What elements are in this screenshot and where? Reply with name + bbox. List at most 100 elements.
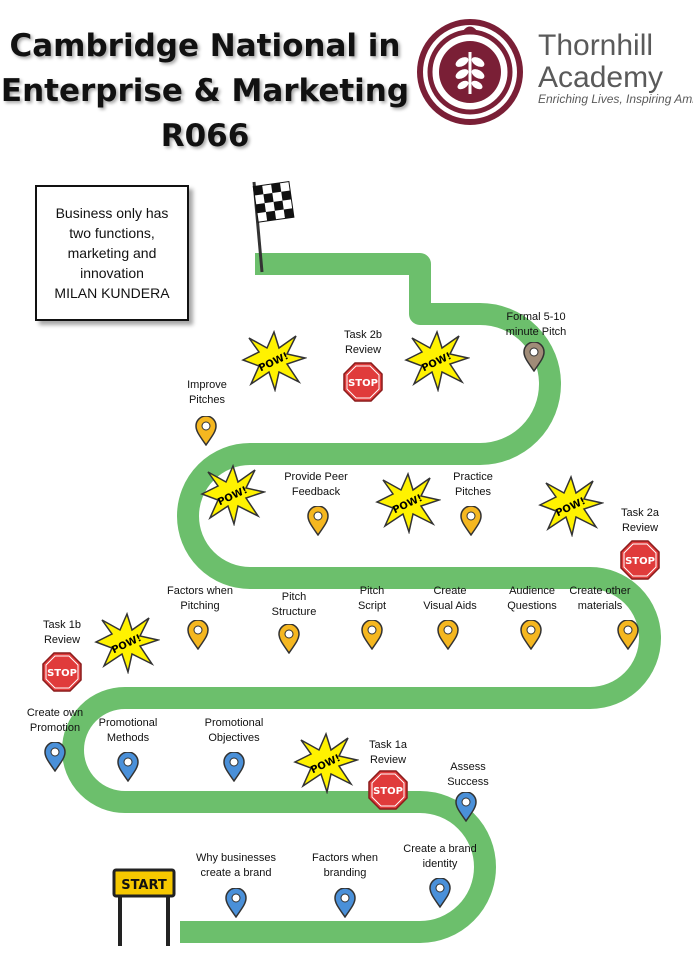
page-title: Cambridge National in Enterprise & Marke… bbox=[0, 24, 410, 159]
step-marker bbox=[617, 619, 639, 655]
step-marker bbox=[307, 505, 329, 541]
pin-orange-icon bbox=[195, 415, 217, 447]
pin-orange-icon bbox=[187, 619, 209, 651]
pow-burst-icon: POW! bbox=[375, 472, 441, 534]
step-label: Task 1b Review bbox=[43, 618, 81, 648]
step-label-line: Review bbox=[369, 754, 407, 766]
svg-text:STOP: STOP bbox=[373, 786, 403, 797]
pin-blue-icon bbox=[429, 877, 451, 909]
pin-orange-icon bbox=[307, 505, 329, 537]
step-label-line: Review bbox=[43, 634, 81, 646]
step-label-line: Questions bbox=[507, 600, 557, 612]
step-label: Task 2a Review bbox=[621, 506, 659, 536]
step-label-line: identity bbox=[422, 858, 458, 870]
step-marker bbox=[520, 619, 542, 655]
step-label-line: Promotional bbox=[98, 717, 158, 729]
title-line: Cambridge National in bbox=[9, 28, 401, 64]
step-label-line: branding bbox=[323, 867, 367, 879]
step-marker: STOP bbox=[343, 362, 383, 407]
step-marker bbox=[334, 887, 356, 923]
step-label-line: Feedback bbox=[291, 486, 341, 498]
svg-text:STOP: STOP bbox=[625, 556, 655, 567]
pow-burst-icon: POW! bbox=[241, 330, 307, 392]
step-label: Formal 5-10 minute Pitch bbox=[506, 310, 567, 340]
step-label-line: Factors when bbox=[311, 852, 379, 864]
step-label-line: Assess bbox=[450, 761, 486, 773]
stop-sign-icon: STOP bbox=[42, 652, 82, 692]
step-label-line: Task 1a bbox=[369, 739, 407, 751]
pow-burst-icon: POW! bbox=[404, 330, 470, 392]
pin-orange-icon bbox=[278, 623, 300, 655]
step-label-line: Create a brand bbox=[403, 843, 477, 855]
step-marker bbox=[429, 877, 451, 913]
quote-line: two functions, bbox=[69, 225, 155, 241]
start-sign-text: START bbox=[121, 878, 167, 893]
step-label-line: Promotion bbox=[29, 722, 81, 734]
pin-orange-icon bbox=[617, 619, 639, 651]
stop-sign-icon: STOP bbox=[620, 540, 660, 580]
step-label-line: Task 1b bbox=[43, 619, 81, 631]
pin-orange-icon bbox=[361, 619, 383, 651]
step-marker bbox=[195, 415, 217, 451]
step-label-line: Formal 5-10 bbox=[506, 311, 566, 323]
step-label-line: Task 2b bbox=[344, 329, 382, 341]
pin-blue-icon bbox=[44, 741, 66, 773]
step-label-line: Review bbox=[344, 344, 382, 356]
step-marker bbox=[455, 791, 477, 827]
pow-burst-icon: POW! bbox=[293, 732, 359, 794]
quote-line: innovation bbox=[80, 265, 144, 281]
step-marker bbox=[523, 341, 545, 377]
pin-blue-icon bbox=[117, 751, 139, 783]
pin-orange-icon bbox=[520, 619, 542, 651]
title-line: R066 bbox=[160, 118, 250, 154]
thornhill-logo-icon bbox=[417, 19, 523, 125]
step-marker bbox=[225, 887, 247, 923]
step-label-line: Structure bbox=[271, 606, 317, 618]
quote-line: marketing and bbox=[67, 245, 157, 261]
step-label-line: Pitch bbox=[359, 585, 385, 597]
step-label-line: Pitches bbox=[188, 394, 226, 406]
step-marker bbox=[187, 619, 209, 655]
step-label-line: Success bbox=[447, 776, 489, 788]
pow-burst-icon: POW! bbox=[200, 464, 266, 526]
step-label-line: Task 2a bbox=[621, 507, 659, 519]
step-marker bbox=[361, 619, 383, 655]
brand-name-line1: Thornhill bbox=[538, 29, 654, 62]
quote-box: Business only has two functions, marketi… bbox=[35, 185, 189, 321]
step-label-line: Visual Aids bbox=[423, 600, 477, 612]
step-label-line: Factors when bbox=[166, 585, 234, 597]
step-label-line: Practice bbox=[453, 471, 493, 483]
pin-blue-icon bbox=[223, 751, 245, 783]
checkered-flag-icon bbox=[252, 180, 295, 273]
step-label-line: Promotional bbox=[204, 717, 264, 729]
pin-orange-icon bbox=[460, 505, 482, 537]
pin-brown-icon bbox=[523, 341, 545, 373]
step-label-line: Audience bbox=[509, 585, 555, 597]
step-label-line: Review bbox=[621, 522, 659, 534]
step-marker bbox=[44, 741, 66, 777]
pin-blue-icon bbox=[225, 887, 247, 919]
step-marker: STOP bbox=[620, 540, 660, 585]
step-label-line: Create other bbox=[569, 585, 631, 597]
quote-line: MILAN KUNDERA bbox=[54, 285, 170, 301]
pin-blue-icon bbox=[334, 887, 356, 919]
pow-burst-icon: POW! bbox=[94, 612, 160, 674]
step-marker bbox=[437, 619, 459, 655]
start-sign: START bbox=[112, 868, 176, 946]
step-marker bbox=[278, 623, 300, 659]
step-label-line: minute Pitch bbox=[505, 326, 567, 338]
step-marker bbox=[117, 751, 139, 787]
svg-text:STOP: STOP bbox=[348, 378, 378, 389]
step-marker bbox=[223, 751, 245, 787]
step-label-line: Provide Peer bbox=[284, 471, 348, 483]
